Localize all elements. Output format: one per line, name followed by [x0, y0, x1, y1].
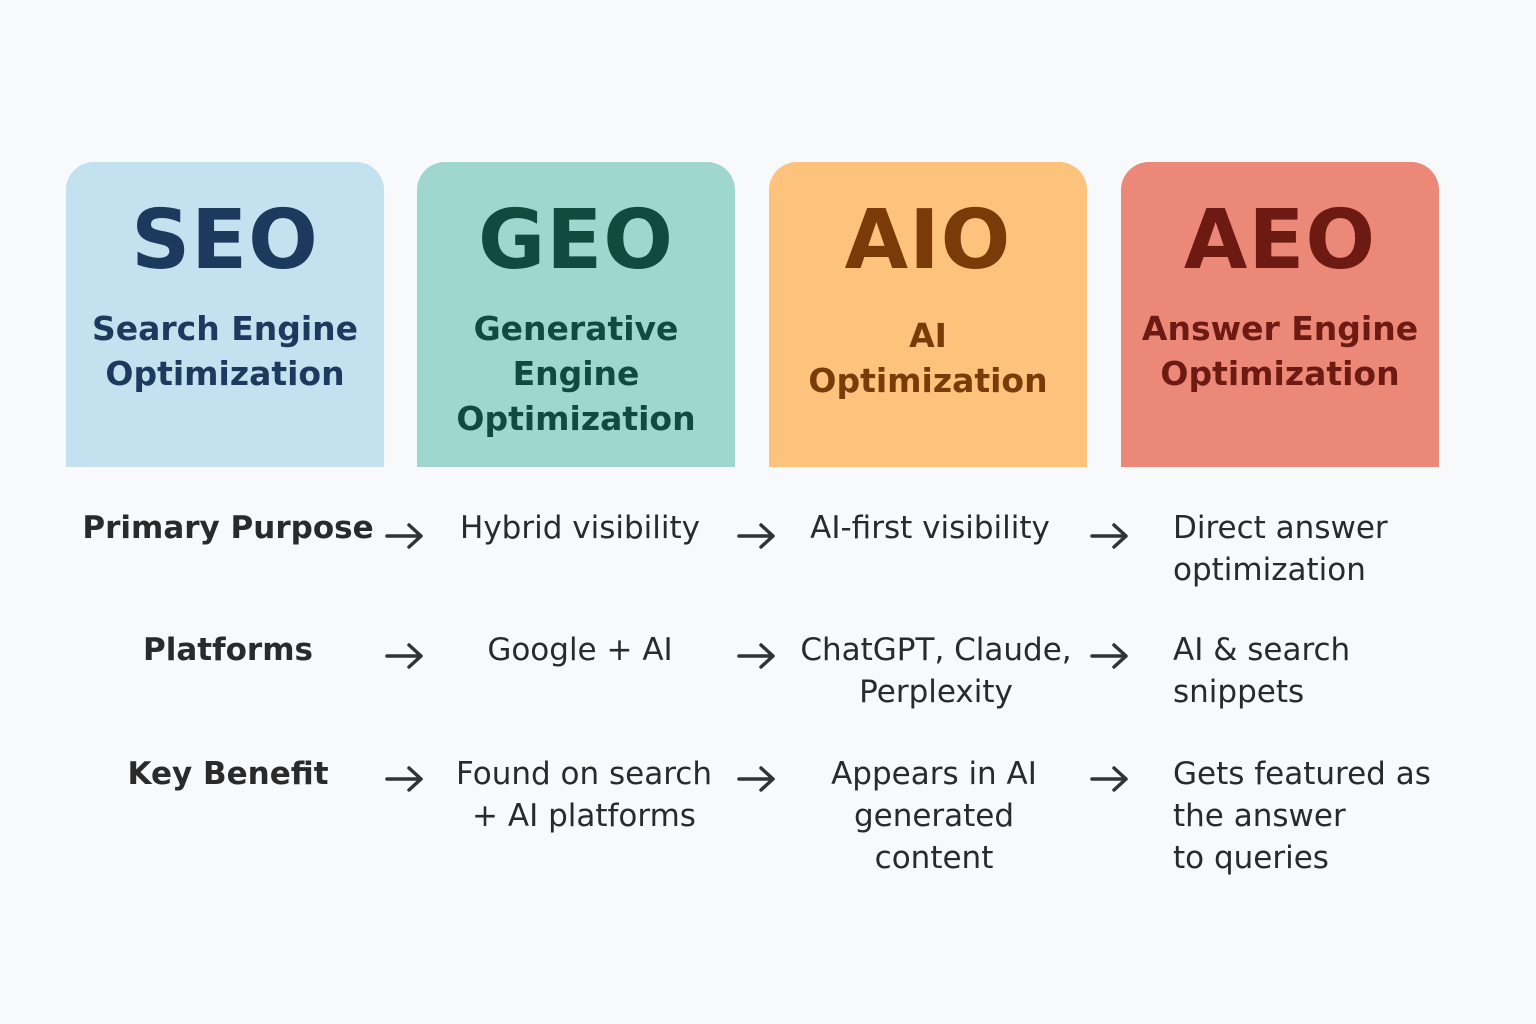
card-subtitle: AI: [909, 316, 947, 355]
card-aio: AIO AI Optimization: [769, 162, 1087, 467]
aio-value: AI-first visibility: [810, 510, 1050, 546]
arrow-right-icon: [1090, 523, 1128, 549]
card-acronym: GEO: [477, 193, 675, 288]
card-acronym: AIO: [844, 193, 1012, 288]
arrow-right-icon: [737, 523, 775, 549]
arrow-right-icon: [385, 523, 423, 549]
arrow-right-icon: [737, 643, 775, 669]
geo-value: Hybrid visibility: [460, 510, 700, 546]
row-label-primary-purpose: Primary Purpose: [82, 510, 374, 546]
arrow-right-icon: [737, 766, 775, 792]
card-geo: GEO Generative Engine Optimization: [417, 162, 735, 467]
card-subtitle: Optimization: [808, 361, 1048, 400]
card-acronym: SEO: [131, 193, 319, 288]
card-subtitle: Search Engine: [91, 309, 359, 348]
card-subtitle: Optimization: [456, 399, 696, 438]
card-subtitle: Optimization: [1160, 354, 1400, 393]
arrow-right-icon: [1090, 766, 1128, 792]
geo-value: Google + AI: [487, 632, 673, 668]
geo-value: Found on search+ AI platforms: [456, 756, 712, 834]
card-subtitle: Generative: [473, 309, 679, 348]
arrow-right-icon: [1090, 643, 1128, 669]
card-subtitle: Answer Engine: [1141, 309, 1419, 348]
card-acronym: AEO: [1183, 193, 1377, 288]
aio-value: ChatGPT, Claude,Perplexity: [800, 632, 1072, 710]
row-label-platforms: Platforms: [143, 632, 313, 668]
arrow-right-icon: [385, 766, 423, 792]
arrow-right-icon: [385, 643, 423, 669]
card-aeo: AEO Answer Engine Optimization: [1121, 162, 1439, 467]
card-seo: SEO Search Engine Optimization: [66, 162, 384, 467]
card-subtitle: Optimization: [105, 354, 345, 393]
card-subtitle: Engine: [512, 354, 640, 393]
row-label-key-benefit: Key Benefit: [127, 756, 329, 792]
